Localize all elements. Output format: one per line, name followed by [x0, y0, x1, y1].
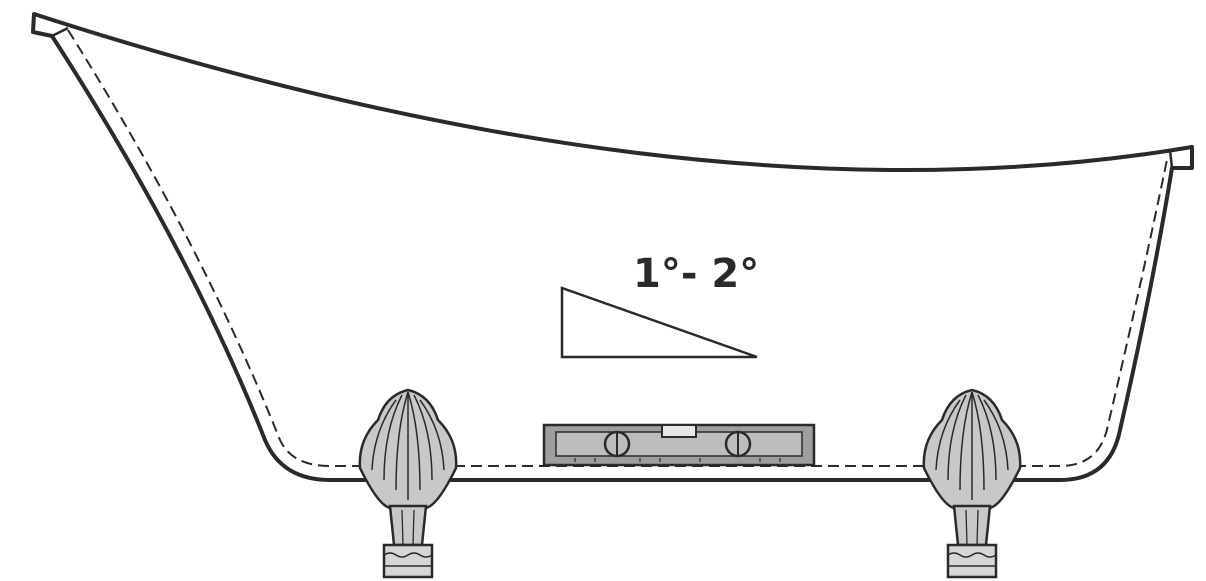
clawfoot-left-leg — [388, 504, 428, 547]
bathtub-rim-left — [51, 26, 69, 38]
bathtub — [31, 12, 1194, 482]
slope-triangle — [560, 286, 758, 359]
clawfoot-left-adjuster — [382, 543, 434, 579]
spirit-level — [542, 423, 816, 467]
bathtub-rim-right — [1168, 149, 1174, 169]
clawfoot-right-leg — [952, 504, 992, 547]
clawfoot-left — [358, 388, 458, 579]
slope-indicator: 1°- 2° — [560, 251, 759, 359]
bathtub-inner-dashed-line — [67, 29, 1169, 467]
slope-angle-label: 1°- 2° — [633, 251, 759, 297]
clawfoot-right — [922, 388, 1022, 579]
spirit-level-vial — [661, 424, 697, 438]
bathtub-outline — [31, 12, 1194, 482]
clawfoot-right-adjuster — [946, 543, 998, 579]
